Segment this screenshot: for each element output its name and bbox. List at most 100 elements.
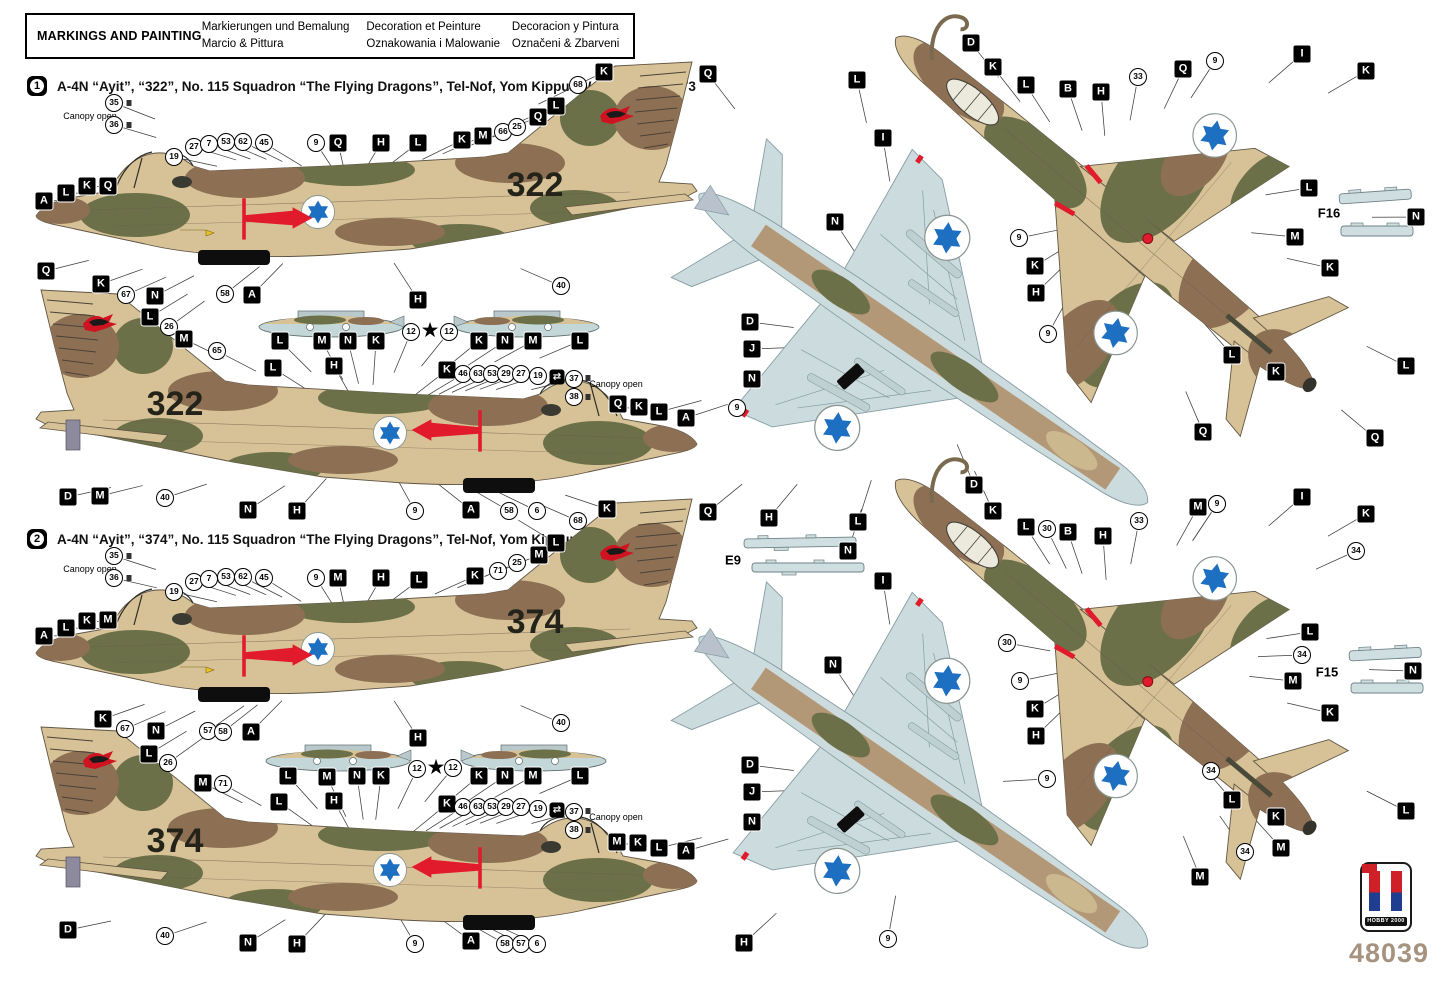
callout-number-45: 45 xyxy=(255,134,273,152)
callout-number-67: 67 xyxy=(116,720,134,738)
callout-box-K: K xyxy=(984,502,1002,520)
callout-number-34: 34 xyxy=(1236,843,1254,861)
callout-box-N: N xyxy=(743,370,761,388)
callout-number-12: 12 xyxy=(408,760,426,778)
callout-number-37: 37 xyxy=(565,803,583,821)
callout-box-Q: Q xyxy=(699,65,717,83)
callout-number-9: 9 xyxy=(1039,325,1057,343)
callout-number-36: 36 xyxy=(105,116,123,134)
callout-box-L: L xyxy=(57,619,75,637)
callout-box-N: N xyxy=(496,767,514,785)
callout-box-K: K xyxy=(1026,700,1044,718)
decal-glyph xyxy=(126,575,132,581)
callout-box-I: I xyxy=(874,129,892,147)
callout-box-L: L xyxy=(141,308,159,326)
callout-box-L: L xyxy=(264,359,282,377)
callout-box-L: L xyxy=(1017,518,1035,536)
decal-glyph xyxy=(585,808,591,814)
callout-box-A: A xyxy=(462,932,480,950)
callout-box-L: L xyxy=(1300,179,1318,197)
callout-box-D: D xyxy=(965,476,983,494)
callout-box-B: B xyxy=(1059,523,1077,541)
callout-box-H: H xyxy=(760,509,778,527)
callout-number-9: 9 xyxy=(728,399,746,417)
decal-glyph xyxy=(585,375,591,381)
callout-number-19: 19 xyxy=(165,148,183,166)
callout-number-46: 46 xyxy=(454,365,472,383)
callout-number-27: 27 xyxy=(512,798,530,816)
callout-box-K: K xyxy=(438,795,456,813)
callout-number-34: 34 xyxy=(1293,646,1311,664)
callout-box-K: K xyxy=(372,767,390,785)
decal-glyph xyxy=(585,394,591,400)
black-star-icon: ★ xyxy=(420,319,440,342)
callout-box-H: H xyxy=(288,935,306,953)
decal-glyph xyxy=(126,100,132,106)
callout-box-K: K xyxy=(78,612,96,630)
header-title: MARKINGS AND PAINTING xyxy=(37,29,202,43)
callout-box-M: M xyxy=(175,330,193,348)
section-1-badge: 1 xyxy=(27,76,47,96)
callout-number-40: 40 xyxy=(156,927,174,945)
hobby-2000-logo: HOBBY 2000 xyxy=(1360,862,1412,932)
callout-number-9: 9 xyxy=(1011,672,1029,690)
callout-number-68: 68 xyxy=(569,76,587,94)
callout-box-I: I xyxy=(1293,45,1311,63)
callout-box-M: M xyxy=(530,546,548,564)
brand-name: HOBBY 2000 xyxy=(1365,917,1407,926)
callout-box-L: L xyxy=(1397,357,1415,375)
callout-box-K: K xyxy=(466,567,484,585)
callout-box-K: K xyxy=(1357,62,1375,80)
callout-box-M: M xyxy=(608,833,626,851)
callout-box-K: K xyxy=(1321,704,1339,722)
callout-box-L: L xyxy=(650,403,668,421)
callout-box-K: K xyxy=(470,767,488,785)
svg-text:322: 322 xyxy=(507,166,564,204)
callout-box-N: N xyxy=(496,332,514,350)
callout-number-36: 36 xyxy=(105,569,123,587)
callout-box-N: N xyxy=(147,722,165,740)
callout-box-Q: Q xyxy=(37,262,55,280)
decal-arrows-icon: ⇄ xyxy=(549,802,565,818)
callout-box-N: N xyxy=(826,213,844,231)
callout-box-K: K xyxy=(1267,808,1285,826)
callout-box-K: K xyxy=(1357,505,1375,523)
callout-box-H: H xyxy=(1027,727,1045,745)
callout-box-M: M xyxy=(524,767,542,785)
callout-box-L: L xyxy=(1223,791,1241,809)
callout-box-N: N xyxy=(239,934,257,952)
callout-box-K: K xyxy=(629,834,647,852)
callout-box-I: I xyxy=(1293,488,1311,506)
callout-box-H: H xyxy=(372,134,390,152)
callout-number-7: 7 xyxy=(200,135,218,153)
svg-text:374: 374 xyxy=(147,822,204,860)
callout-number-40: 40 xyxy=(552,714,570,732)
callout-number-34: 34 xyxy=(1347,542,1365,560)
section-1-title: A-4N “Ayit”, “322”, No. 115 Squadron “Th… xyxy=(57,78,696,94)
callout-box-K: K xyxy=(453,131,471,149)
callout-number-12: 12 xyxy=(402,323,420,341)
callout-box-K: K xyxy=(595,63,613,81)
decal-glyph xyxy=(126,122,132,128)
callout-number-19: 19 xyxy=(165,583,183,601)
aircraft-side-profile-1-port: 322 xyxy=(36,290,703,497)
callout-box-K: K xyxy=(630,398,648,416)
callout-box-D: D xyxy=(59,488,77,506)
aircraft-side-profile-2-port: 374 xyxy=(36,727,703,934)
callout-box-L: L xyxy=(57,184,75,202)
callout-number-58: 58 xyxy=(214,723,232,741)
callout-box-M: M xyxy=(1272,839,1290,857)
section-2-badge: 2 xyxy=(27,529,47,549)
callout-box-M: M xyxy=(313,332,331,350)
callout-box-L: L xyxy=(1017,76,1035,94)
callout-number-25: 25 xyxy=(508,554,526,572)
callout-box-D: D xyxy=(962,34,980,52)
kit-number: 48039 xyxy=(1348,938,1430,968)
callout-number-38: 38 xyxy=(565,388,583,406)
callout-box-H: H xyxy=(409,729,427,747)
callout-box-N: N xyxy=(239,501,257,519)
callout-number-53: 53 xyxy=(217,133,235,151)
callout-box-K: K xyxy=(598,500,616,518)
